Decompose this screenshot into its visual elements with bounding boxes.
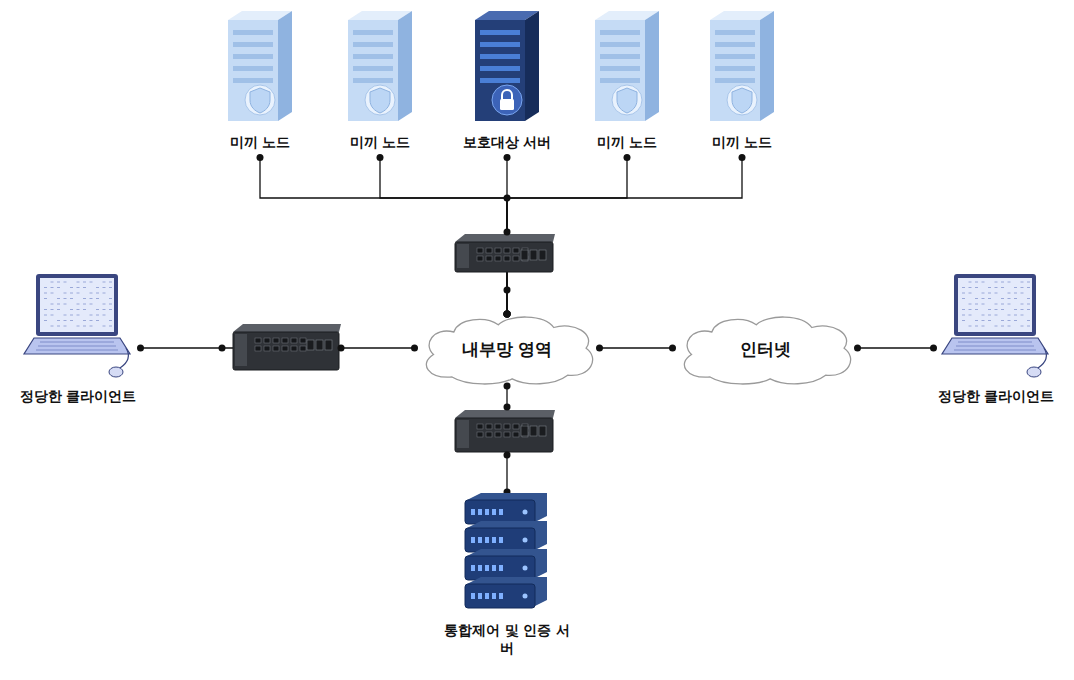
- endpoint-dot: [930, 345, 937, 352]
- client-laptop: 정당한 클라이언트: [934, 272, 1059, 412]
- endpoint-dot: [624, 154, 631, 161]
- network-link: [600, 347, 673, 348]
- endpoint-dot: [411, 345, 418, 352]
- network-switch: [455, 234, 555, 272]
- endpoint-dot: [504, 383, 511, 390]
- server-icon: [340, 8, 420, 126]
- cloud-label: 내부망 영역: [462, 339, 553, 360]
- endpoint-dot: [504, 311, 511, 318]
- network-switch: [455, 410, 555, 452]
- node-label: 정당한 클라이언트: [938, 388, 1055, 406]
- node-label: 미끼 노드: [597, 134, 658, 152]
- laptop-icon: [22, 272, 134, 380]
- server-icon: [220, 8, 300, 126]
- endpoint-dot: [504, 311, 511, 318]
- network-cloud: 인터넷: [673, 314, 858, 386]
- decoy-server: 미끼 노드: [583, 8, 671, 158]
- endpoint-dot: [257, 154, 264, 161]
- decoy-server: 미끼 노드: [698, 8, 786, 158]
- decoy-server: 미끼 노드: [336, 8, 424, 158]
- network-switch: [233, 324, 341, 370]
- endpoint-dot: [504, 154, 511, 161]
- endpoint-dot: [504, 311, 511, 318]
- endpoint-dot: [596, 345, 603, 352]
- endpoint-dot: [137, 345, 144, 352]
- node-label: 보호대상 서버: [463, 134, 552, 152]
- rack-icon: [461, 492, 553, 614]
- decoy-server: 미끼 노드: [216, 8, 304, 158]
- node-label: 통합제어 및 인증 서버: [442, 622, 572, 657]
- network-cloud: 내부망 영역: [415, 314, 600, 386]
- protected-server: 보호대상 서버: [459, 8, 556, 158]
- node-label: 미끼 노드: [230, 134, 291, 152]
- secure-icon: [467, 8, 547, 126]
- network-link: [858, 347, 934, 348]
- endpoint-dot: [377, 154, 384, 161]
- client-laptop: 정당한 클라이언트: [16, 272, 141, 412]
- laptop-icon: [940, 272, 1052, 380]
- cloud-label: 인터넷: [740, 339, 791, 360]
- node-label: 미끼 노드: [712, 134, 773, 152]
- control-server: 통합제어 및 인증 서버: [438, 492, 576, 663]
- endpoint-dot: [504, 311, 511, 318]
- server-icon: [702, 8, 782, 126]
- endpoint-dot: [504, 311, 511, 318]
- endpoint-dot: [669, 345, 676, 352]
- node-label: 정당한 클라이언트: [20, 388, 137, 406]
- endpoint-dot: [739, 154, 746, 161]
- server-icon: [587, 8, 667, 126]
- endpoint-dot: [854, 345, 861, 352]
- node-label: 미끼 노드: [350, 134, 411, 152]
